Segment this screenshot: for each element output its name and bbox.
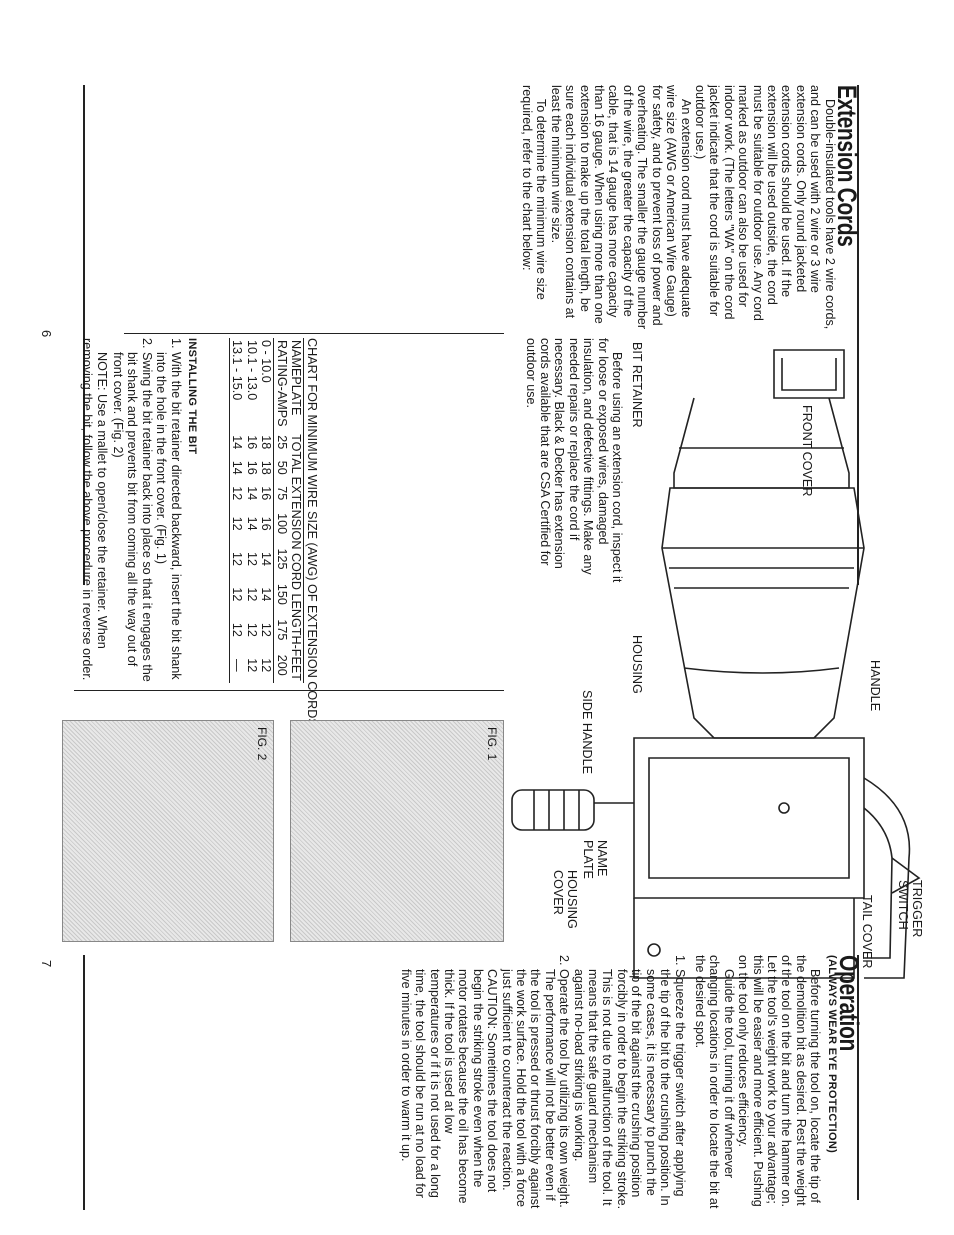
- chart-length-cell: 100: [273, 505, 289, 542]
- chart-cell: 14: [259, 552, 274, 567]
- right-bottom-rule: [83, 955, 85, 1210]
- figure-2: FIG. 2: [62, 720, 274, 942]
- label-side-handle: SIDE HANDLE: [580, 690, 594, 774]
- paragraph: Double-insulated tools have 2 wire cords…: [692, 85, 837, 330]
- chart-cell: 12: [229, 612, 245, 648]
- chart-length-cell: 200: [273, 647, 289, 683]
- label-housing: HOUSING: [630, 635, 644, 694]
- chart-cell: 12: [229, 576, 245, 613]
- page-number-7: 7: [39, 960, 54, 968]
- chart-header-amps: RATING-AMPS: [273, 338, 289, 430]
- chart-length-cell: 75: [273, 480, 289, 506]
- left-column-1: Extension Cords Double-insulated tools h…: [520, 85, 862, 330]
- label-name-plate: NAME PLATE: [581, 840, 609, 879]
- demolition-hammer-diagram: [511, 349, 921, 979]
- installing-bit-section: INSTALLING THE BIT With the bit retainer…: [80, 338, 199, 683]
- chart-cell: 18: [259, 435, 274, 450]
- chart-cell: 14: [229, 429, 245, 455]
- chart-cell: 14: [229, 454, 245, 481]
- chart-cell: 18: [259, 460, 274, 475]
- chart-cell: 12: [259, 622, 274, 637]
- chart-table: NAMEPLATE TOTAL EXTENSION CORD LENGTH-FE…: [229, 338, 303, 683]
- chart-cell: 12: [229, 480, 245, 506]
- chart-row: 10.1 - 13.0 16 16 14 14 12 12 12 12: [244, 338, 259, 683]
- operation-step: Squeeze the trigger switch after applyin…: [571, 969, 687, 1210]
- chart-cell: 14: [259, 587, 274, 602]
- chart-amps-cell: 0 - 10.0: [259, 340, 274, 383]
- paragraph: Before turning the tool on, locate the t…: [736, 955, 823, 1208]
- figure-divider: [74, 690, 504, 691]
- chart-cell: 16: [259, 516, 274, 531]
- install-step: With the bit retainer directed backward,…: [154, 352, 182, 683]
- chart-amps-cell: 13.1 - 15.0: [229, 338, 245, 430]
- page-number-6: 6: [39, 330, 54, 338]
- chart-length-cell: 125: [273, 541, 289, 577]
- fig2-label: FIG. 2: [255, 727, 269, 761]
- chart-cell: 16: [259, 486, 274, 501]
- chart-amps-cell: 10.1 - 13.0: [244, 340, 259, 401]
- chart-cell: 14: [244, 516, 259, 531]
- chart-cell: 12: [229, 541, 245, 577]
- column-divider: [124, 333, 504, 334]
- install-steps: With the bit retainer directed backward,…: [111, 338, 183, 683]
- chart-length-cell: 150: [273, 576, 289, 613]
- chart-length-cell: 50: [273, 454, 289, 481]
- chart-cell: 12: [229, 505, 245, 542]
- chart-row: 0 - 10.0 18 18 16 16 14 14 12 12: [259, 338, 274, 683]
- figure-1: FIG. 1: [290, 720, 504, 942]
- wire-size-chart: CHART FOR MINIMUM WIRE SIZE (AWG) OF EXT…: [229, 338, 319, 727]
- fig1-label: FIG. 1: [485, 727, 499, 761]
- chart-length-cell: 25: [273, 429, 289, 455]
- install-step: Swing the bit retainer back into place s…: [111, 352, 154, 683]
- chart-cell: 12: [244, 587, 259, 602]
- paragraph: An extension cord must have adequate wir…: [548, 85, 693, 330]
- paragraph: To determine the minimum wire size requi…: [520, 85, 549, 300]
- chart-cell: 16: [244, 435, 259, 450]
- label-trigger-switch: TRIGGER SWITCH: [896, 880, 924, 938]
- chart-cell: 12: [259, 658, 274, 673]
- chart-header-nameplate: NAMEPLATE: [289, 340, 303, 416]
- chart-row: 13.1 - 15.0 14 14 12 12 12 12 12 —: [229, 338, 245, 683]
- chart-cell: 14: [244, 486, 259, 501]
- operation-steps: Squeeze the trigger switch after applyin…: [398, 955, 687, 1210]
- chart-cell: 12: [244, 658, 259, 673]
- note-paragraph: NOTE: Use a mallet to open/close the ret…: [80, 338, 109, 681]
- chart-title: CHART FOR MINIMUM WIRE SIZE (AWG) OF EXT…: [303, 338, 319, 727]
- operation-title: Operation: [834, 955, 864, 1051]
- operation-step: Operate the tool by utilizing its own we…: [398, 969, 571, 1210]
- extension-cords-title: Extension Cords: [832, 85, 862, 247]
- paragraph: Guide the tool, turning it off whenever …: [692, 955, 736, 1209]
- chart-cell: 16: [244, 460, 259, 475]
- chart-length-cell: 175: [273, 612, 289, 648]
- operation-column: Operation (ALWAYS WEAR EYE PROTECTION) B…: [398, 955, 864, 1210]
- label-handle: HANDLE: [868, 660, 882, 712]
- label-bit-retainer: BIT RETAINER: [630, 342, 644, 428]
- chart-cell: —: [229, 647, 245, 683]
- label-front-cover: FRONT COVER: [800, 405, 814, 497]
- chart-header-length: TOTAL EXTENSION CORD LENGTH-FEET: [289, 434, 303, 681]
- chart-cell: 12: [244, 622, 259, 637]
- chart-cell: 12: [244, 552, 259, 567]
- label-housing-cover: HOUSING COVER: [551, 870, 579, 929]
- installing-heading: INSTALLING THE BIT: [186, 338, 198, 455]
